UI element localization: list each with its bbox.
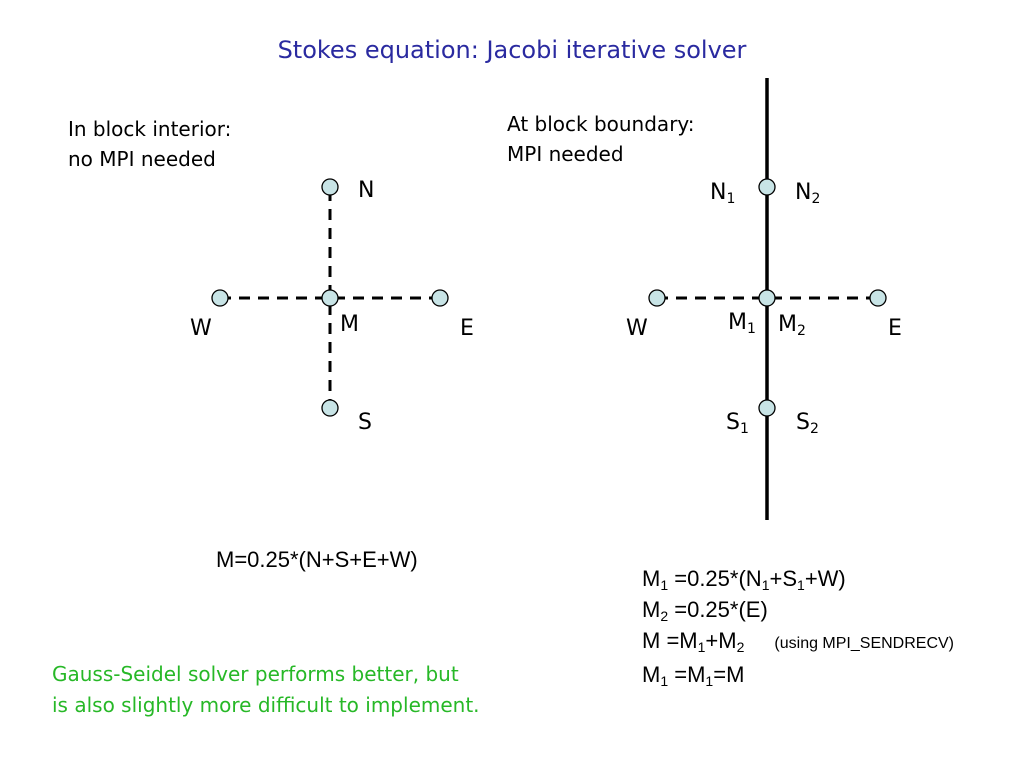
boundary-label-m1: M1: [728, 310, 756, 337]
boundary-label-n2: N2: [795, 180, 821, 207]
boundary-node-e: [869, 289, 887, 307]
boundary-node-w: [648, 289, 666, 307]
boundary-label-s2: S2: [796, 410, 819, 437]
interior-node-n: [321, 178, 339, 196]
gauss-seidel-note-line2: is also slightly more difficult to imple…: [52, 693, 480, 717]
boundary-equation-2: M2 =0.25*(E): [642, 597, 768, 624]
boundary-equation-3: M =M1+M2(using MPI_SENDRECV): [642, 628, 955, 655]
boundary-equation-4: M1 =M1=M: [642, 662, 745, 689]
boundary-stencil: [648, 78, 887, 520]
boundary-label-m2: M2: [778, 312, 806, 339]
boundary-node-m: [758, 289, 776, 307]
gauss-seidel-note-line1: Gauss-Seidel solver performs better, but: [52, 662, 459, 686]
boundary-equations: M1 =0.25*(N1+S1+W) M2 =0.25*(E) M =M1+M2…: [642, 563, 954, 690]
boundary-heading: At block boundary: MPI needed: [507, 109, 695, 169]
interior-heading-line2: no MPI needed: [68, 147, 216, 171]
interior-label-w: W: [190, 316, 212, 341]
interior-node-w: [211, 289, 229, 307]
gauss-seidel-note: Gauss-Seidel solver performs better, but…: [52, 659, 480, 721]
interior-node-m: [321, 289, 339, 307]
interior-label-e: E: [460, 316, 474, 341]
interior-heading-line1: In block interior:: [68, 117, 232, 141]
boundary-node-s: [758, 399, 776, 417]
boundary-heading-line1: At block boundary:: [507, 112, 695, 136]
interior-label-m: M: [340, 312, 359, 337]
interior-label-s: S: [358, 410, 372, 435]
boundary-heading-line2: MPI needed: [507, 142, 624, 166]
interior-node-e: [431, 289, 449, 307]
interior-node-s: [321, 399, 339, 417]
boundary-label-e: E: [888, 316, 902, 341]
mpi-note: (using MPI_SENDRECV): [774, 635, 955, 652]
boundary-label-s1: S1: [726, 410, 749, 437]
boundary-label-w: W: [626, 316, 648, 341]
interior-label-n: N: [358, 178, 375, 203]
boundary-equation-1: M1 =0.25*(N1+S1+W): [642, 566, 846, 593]
boundary-node-n: [758, 178, 776, 196]
boundary-label-n1: N1: [710, 180, 736, 207]
slide-title: Stokes equation: Jacobi iterative solver: [277, 36, 747, 64]
interior-equation: M=0.25*(N+S+E+W): [216, 547, 418, 572]
interior-heading: In block interior: no MPI needed: [68, 114, 231, 174]
interior-stencil: [211, 178, 449, 417]
